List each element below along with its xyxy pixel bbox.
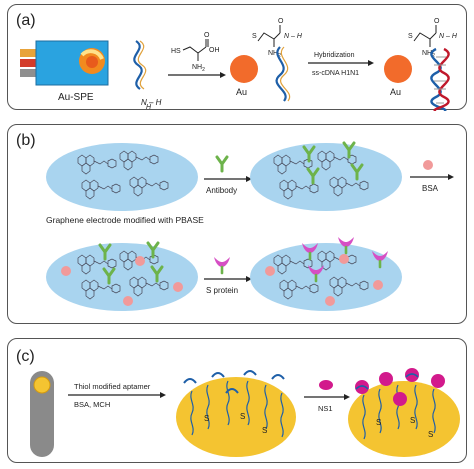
aptamer-loop-icon	[183, 378, 197, 384]
bsa-icon	[173, 282, 183, 292]
arrow-head-icon	[344, 394, 350, 400]
hybridization-label: Hybridization	[314, 52, 355, 59]
bsa-icon	[123, 296, 133, 306]
arrow-head-1-icon	[220, 72, 226, 78]
bsa-label: BSA	[422, 184, 439, 193]
arrow-head-icon	[246, 176, 252, 182]
panel-a: (a) Au-SPE N – H H HS O OH NH2	[7, 4, 467, 113]
aptamer-loop-icon	[271, 374, 285, 380]
panel-b-canvas: (b) Graphene electrode modified with PBA…	[16, 132, 454, 311]
ns1-bound-icon	[431, 374, 445, 388]
attached-ssdna-icon	[275, 46, 287, 102]
arrow-head-2-icon	[368, 60, 374, 66]
arrow-head-icon	[246, 276, 252, 282]
aptamer-electrode: S S S	[176, 370, 296, 457]
bsa-icon	[135, 256, 145, 266]
aptamer-loop-icon	[243, 370, 257, 376]
s-label: S	[410, 416, 415, 425]
s-protein-bound-electrode	[250, 235, 402, 311]
arrow-head-icon	[160, 392, 166, 398]
arrow-head-icon	[448, 174, 454, 180]
panel-c-canvas: (c) Thiol modified aptamer BSA, MCH S S	[16, 348, 460, 457]
cysteine-molecule: HS O OH NH2	[171, 32, 220, 73]
aptamer-loop-icon	[225, 388, 239, 394]
pbase-caption: Graphene electrode modified with PBASE	[46, 215, 204, 225]
ns1-bound-electrode: S S S	[348, 368, 460, 457]
cdna-label: ss-cDNA H1N1	[312, 70, 359, 77]
gold-electrode-rod	[30, 371, 54, 457]
o-label-2: O	[278, 18, 284, 25]
oh-label: OH	[209, 47, 220, 54]
o-label-3: O	[434, 18, 440, 25]
s-label-2: S	[408, 33, 413, 40]
double-helix-icon	[430, 47, 450, 113]
s-label: S	[376, 418, 381, 427]
bsa-icon	[325, 296, 335, 306]
ns1-label: NS1	[318, 404, 333, 413]
ssdna-strand-icon	[133, 40, 143, 90]
au-nanoparticle-2	[384, 55, 412, 83]
antibody-icon	[215, 155, 229, 173]
ns1-bound-icon	[405, 368, 419, 382]
nh-label-3: N – H	[439, 33, 458, 40]
bsa-blocked-electrode	[46, 241, 198, 311]
ns1-bound-icon	[393, 392, 407, 406]
panel-a-canvas: (a) Au-SPE N – H H HS O OH NH2	[16, 12, 458, 113]
nh2-label-2: NH2	[268, 50, 281, 59]
au-spe-label: Au-SPE	[58, 92, 94, 103]
s-label: S	[262, 426, 267, 435]
panel-b-label: (b)	[16, 132, 36, 149]
bsa-icon	[339, 254, 349, 264]
n-h-label: N – H	[141, 98, 162, 107]
linker-1-icon	[257, 32, 281, 42]
s-label: S	[428, 430, 433, 439]
ns1-bound-icon	[355, 380, 369, 394]
au-label-1: Au	[236, 87, 247, 97]
au-label-2: Au	[390, 87, 401, 97]
bsa-icon	[423, 160, 433, 170]
step1-reagents: BSA, MCH	[74, 400, 110, 409]
antibody-label: Antibody	[206, 186, 237, 195]
s-label-1: S	[252, 33, 257, 40]
nh2-label-3: NH2	[422, 50, 435, 59]
s-label: S	[204, 414, 209, 423]
panel-c-label: (c)	[16, 348, 35, 365]
au-nanoparticle-1	[230, 55, 258, 83]
panel-c: (c) Thiol modified aptamer BSA, MCH S S	[7, 338, 467, 463]
bsa-icon	[373, 280, 383, 290]
step1-label: Thiol modified aptamer	[74, 382, 151, 391]
h-label: H	[146, 104, 152, 111]
au-spe-electrode	[20, 40, 109, 86]
s-protein-label: S protein	[206, 286, 238, 295]
nh2-label: NH2	[192, 64, 205, 73]
hs-label: HS	[171, 48, 181, 55]
s-protein-icon	[212, 255, 232, 275]
bsa-icon	[61, 266, 71, 276]
bsa-icon	[265, 266, 275, 276]
s-label: S	[240, 412, 245, 421]
pbase-electrode	[46, 143, 198, 211]
ns1-bound-icon	[379, 372, 393, 386]
nh-label-2: N – H	[284, 33, 303, 40]
ssdna-strand-accent-icon	[137, 40, 147, 90]
panel-a-label: (a)	[16, 12, 36, 29]
antibody-electrode	[250, 141, 402, 211]
ns1-icon	[319, 380, 333, 390]
aptamer-loop-icon	[211, 372, 225, 378]
panel-b: (b) Graphene electrode modified with PBA…	[7, 124, 467, 324]
o-label: O	[204, 32, 210, 39]
